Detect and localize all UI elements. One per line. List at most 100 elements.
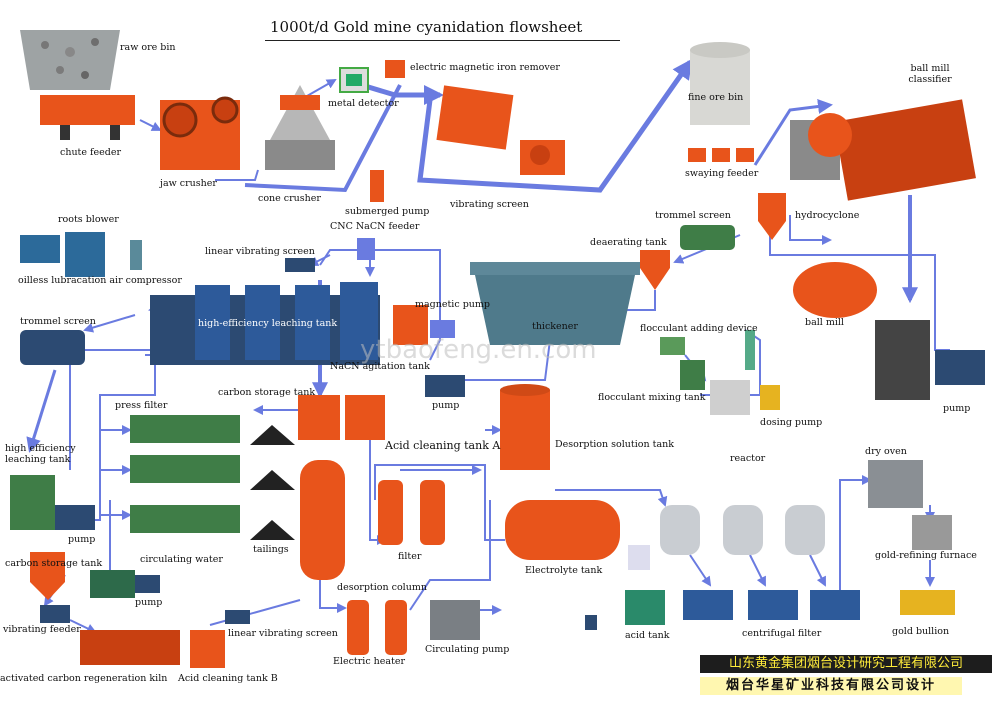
centrifugal-filters (683, 590, 860, 620)
he-leaching-tank (10, 475, 55, 530)
diagram-title: 1000t/d Gold mine cyanidation flowsheet (270, 18, 583, 36)
label-centrifugal-filter: centrifugal filter (742, 628, 822, 639)
label-iron-remover: electric magnetic iron remover (410, 62, 560, 73)
label-jaw-crusher: jaw crusher (160, 178, 217, 189)
cone-crusher (265, 85, 335, 170)
label-tailings: tailings (253, 544, 289, 555)
raw-ore-bin (20, 30, 120, 90)
label-carbon-storage-top: carbon storage tank (218, 387, 316, 398)
label-linear-vib-screen-bottom: linear vibrating screen (228, 628, 338, 639)
label-nacn-agitation: NaCN agitation tank (330, 361, 430, 372)
label-flocculant-mixing: flocculant mixing tank (598, 392, 706, 403)
label-raw-ore-bin: raw ore bin (120, 42, 176, 53)
iron-remover (385, 60, 405, 78)
ball-mill (793, 262, 877, 318)
desorption-solution-tank (500, 384, 550, 470)
label-metal-detector: metal detector (328, 98, 399, 109)
air-compressor (65, 240, 142, 277)
dry-oven (868, 460, 923, 508)
label-deaerating-tank: deaerating tank (590, 237, 667, 248)
label-leaching-tank: high-efficiency leaching tank (198, 318, 338, 329)
label-cone-crusher: cone crusher (258, 193, 321, 204)
jaw-crusher (160, 96, 240, 170)
vibrating-screen (436, 85, 565, 175)
sump-right (875, 320, 930, 400)
label-acid-cleaning-a: Acid cleaning tank A (385, 439, 501, 452)
thickener (470, 262, 640, 345)
label-acid-tank: acid tank (625, 630, 670, 641)
flocculant-adding-device (660, 330, 755, 370)
label-ball-mill-classifier: ball mill classifier (908, 63, 952, 85)
label-pump-left: pump (68, 534, 96, 545)
label-thickener: thickener (532, 321, 578, 332)
label-circulating-pump: Circulating pump (425, 644, 510, 655)
label-pump-right: pump (943, 403, 971, 414)
label-ball-mill: ball mill (805, 317, 844, 328)
label-pump-mid: pump (432, 400, 460, 411)
ball-mill-classifier (790, 99, 976, 201)
label-magnetic-pump: magnetic pump (415, 299, 490, 310)
tailings-piles (250, 425, 295, 540)
submerged-pump (370, 170, 384, 202)
label-linear-vib-screen-top: linear vibrating screen (205, 246, 315, 257)
desorption-columns (347, 600, 407, 655)
label-he-leaching-tank: high efficiency leaching tank (5, 443, 76, 465)
label-swaying-feeder: swaying feeder (685, 168, 759, 179)
deaerating-tank (640, 250, 670, 290)
pump-mid (425, 375, 465, 397)
vibrating-feeder (40, 605, 70, 623)
label-dry-oven: dry oven (865, 446, 907, 457)
circulating-water-pool (90, 570, 135, 598)
metal-detector (339, 67, 369, 93)
label-submerged-pump: submerged pump (345, 206, 430, 217)
label-circulating-water: circulating water (140, 554, 223, 565)
label-trommel-screen-top: trommel screen (655, 210, 731, 221)
flocculant-mixing-tank (680, 360, 750, 415)
label-vibrating-screen: vibrating screen (450, 199, 529, 210)
label-chute-feeder: chute feeder (60, 147, 122, 158)
label-roots-blower: roots blower (58, 214, 119, 225)
label-regen-kiln: activated carbon regeneration kiln (0, 673, 168, 684)
swaying-feeder (688, 148, 754, 162)
linear-vib-screen-bottom (225, 610, 250, 624)
trommel-screen-top (680, 225, 735, 250)
regeneration-kiln (80, 630, 180, 665)
hydrocyclone (758, 193, 786, 240)
label-trommel-screen-left: trommel screen (20, 316, 96, 327)
leaching-tanks (150, 282, 380, 365)
acid-cleaning-tank-a (300, 460, 345, 580)
pump-right (935, 350, 985, 385)
cnc-nacn-feeder (357, 238, 375, 260)
linear-vibrating-screen-top (285, 258, 315, 272)
label-air-compressor: oilless lubracation air compressor (18, 275, 182, 286)
dosing-pump (760, 385, 780, 410)
label-gold-bullion: gold bullion (892, 626, 950, 637)
label-carbon-storage-left: carbon storage tank (5, 558, 103, 569)
title-underline (265, 40, 620, 41)
label-electrolyte-tank: Electrolyte tank (525, 565, 603, 576)
label-reactor: reactor (730, 453, 766, 464)
reactors (660, 505, 825, 555)
label-electric-heater: Electric heater (333, 656, 406, 667)
company-banner-1: 山东黄金集团烟台设计研究工程有限公司 (700, 655, 992, 673)
label-hydrocyclone: hydrocyclone (795, 210, 860, 221)
label-fine-ore-bin: fine ore bin (688, 92, 744, 103)
chute-feeder (40, 95, 135, 140)
carbon-storage-tank-top (298, 395, 385, 440)
gold-bullion (900, 590, 955, 615)
watermark: ytbaofeng.en.com (360, 335, 597, 365)
label-desorption-solution: Desorption solution tank (555, 439, 674, 450)
electrolyte-tank (505, 500, 620, 560)
circulating-pump (430, 600, 480, 640)
press-filters (130, 415, 240, 533)
label-gold-refining: gold-refining furnace (875, 550, 977, 561)
trommel-screen-left (20, 330, 85, 365)
carbon-storage-tank-left (30, 552, 65, 600)
company-banner-2: 烟台华星矿业科技有限公司设计 (700, 677, 962, 695)
pump-left (55, 505, 95, 530)
label-flocculant-adding: flocculant adding device (640, 323, 758, 334)
label-cnc-nacn-feeder: CNC NaCN feeder (330, 221, 420, 232)
filters (378, 480, 445, 545)
gold-refining-furnace (912, 515, 952, 550)
